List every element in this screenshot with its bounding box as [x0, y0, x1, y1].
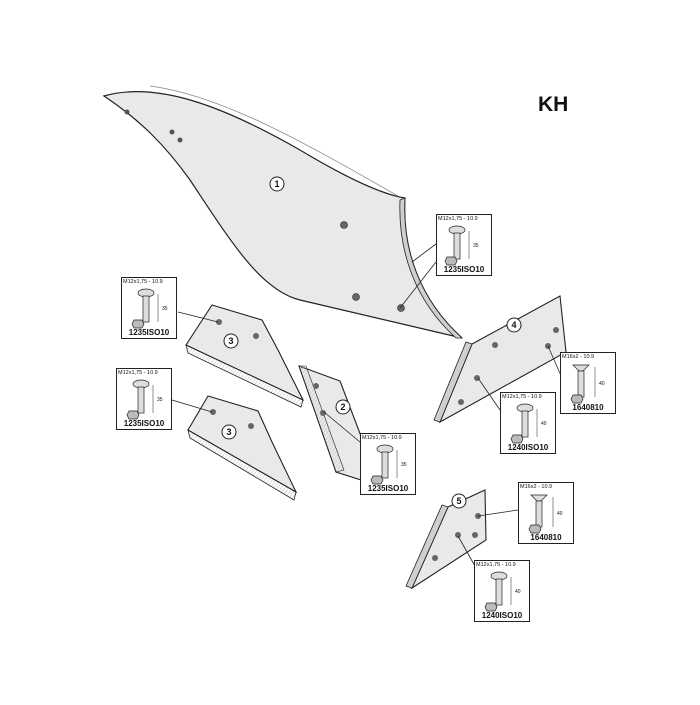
- bolt-code: 1640810: [572, 403, 604, 412]
- leader-lines: [171, 243, 563, 576]
- bolt-hole: [432, 555, 438, 561]
- bolt-hole: [553, 327, 559, 333]
- part-3-share-lower: [187, 395, 298, 501]
- part-3-share-upper: [185, 304, 305, 408]
- part-number-1: 1: [274, 179, 279, 189]
- bolt-code: 1240ISO10: [507, 443, 549, 452]
- bolt-hole: [472, 532, 478, 538]
- bolt-spec: M12x1,75 - 10.9: [438, 216, 478, 222]
- bolt-callout: M12x1,75 - 10.9 35 1235ISO10: [121, 277, 177, 339]
- bolt-spec: M12x1,75 - 10.9: [118, 370, 158, 376]
- bolt-hole: [177, 137, 183, 143]
- bolt-code: 1640810: [530, 533, 562, 542]
- bolt-hole: [492, 342, 498, 348]
- bolt-hole: [253, 333, 259, 339]
- bolt-length: 35: [157, 397, 163, 403]
- carriage-bolt-icon: 40: [510, 403, 547, 444]
- bolt-spec: M16x2 - 10.9: [520, 484, 553, 490]
- bolt-hole: [210, 409, 216, 415]
- diagram-title: KH: [538, 93, 569, 116]
- part-number-3: 3: [228, 336, 233, 346]
- bolt-code: 1235ISO10: [123, 419, 165, 428]
- bolt-length: 40: [599, 381, 605, 387]
- carriage-bolt-icon: 35: [444, 225, 479, 266]
- bolt-callout: M12x1,75 - 10.9 40 1240ISO10: [474, 560, 530, 622]
- part-1-mouldboard: [102, 85, 465, 340]
- part-5-heel: [405, 489, 487, 590]
- bolt-hole: [313, 383, 319, 389]
- bolt-hole: [169, 129, 175, 135]
- bolt-hole: [320, 410, 326, 416]
- carriage-bolt-icon: 40: [484, 571, 521, 612]
- bolt-hole: [474, 375, 480, 381]
- bolt-hole: [352, 293, 360, 301]
- bolt-callout: M12x1,75 - 10.9 35 1235ISO10: [360, 433, 416, 495]
- part-number-2: 2: [340, 402, 345, 412]
- bolt-length: 35: [162, 306, 168, 312]
- bolt-length: 35: [473, 243, 479, 249]
- bolt-hole: [340, 221, 348, 229]
- bolt-hole: [397, 304, 405, 312]
- bolt-code: 1240ISO10: [481, 611, 523, 620]
- countersunk-bolt-icon: 40: [570, 364, 605, 404]
- bolt-callout: M12x1,75 - 10.9 35 1235ISO10: [436, 214, 492, 276]
- countersunk-bolt-icon: 40: [528, 494, 563, 534]
- bolt-spec: M12x1,75 - 10.9: [476, 562, 516, 568]
- bolt-spec: M12x1,75 - 10.9: [502, 394, 542, 400]
- bolt-hole: [458, 399, 464, 405]
- part-number-4: 4: [511, 320, 516, 330]
- bolt-hole: [216, 319, 222, 325]
- carriage-bolt-icon: 35: [370, 444, 407, 485]
- bolt-callout: M12x1,75 - 10.9 35 1235ISO10: [116, 368, 172, 430]
- bolt-hole: [248, 423, 254, 429]
- bolt-hole: [124, 109, 130, 115]
- carriage-bolt-icon: 35: [131, 288, 168, 329]
- part-number-markers: 1 2 3 3 4 5: [221, 176, 522, 509]
- bolt-spec: M12x1,75 - 10.9: [123, 279, 163, 285]
- bolt-spec: M12x1,75 - 10.9: [362, 435, 402, 441]
- bolt-length: 35: [401, 462, 407, 468]
- bolt-callout: M16x2 - 10.9 40 1640810: [560, 352, 616, 414]
- bolt-callout: M12x1,75 - 10.9 40 1240ISO10: [500, 392, 556, 454]
- bolt-length: 40: [541, 421, 547, 427]
- bolt-callout: M16x2 - 10.9 40 1640810: [518, 482, 574, 544]
- bolt-code: 1235ISO10: [367, 484, 409, 493]
- part-number-5: 5: [456, 496, 461, 506]
- bolt-code: 1235ISO10: [443, 265, 485, 274]
- part-number-3: 3: [226, 427, 231, 437]
- bolt-length: 40: [515, 589, 521, 595]
- carriage-bolt-icon: 35: [126, 379, 163, 420]
- bolt-code: 1235ISO10: [128, 328, 170, 337]
- bolt-length: 40: [557, 511, 563, 517]
- bolt-hole: [455, 532, 461, 538]
- bolt-spec: M16x2 - 10.9: [562, 354, 595, 360]
